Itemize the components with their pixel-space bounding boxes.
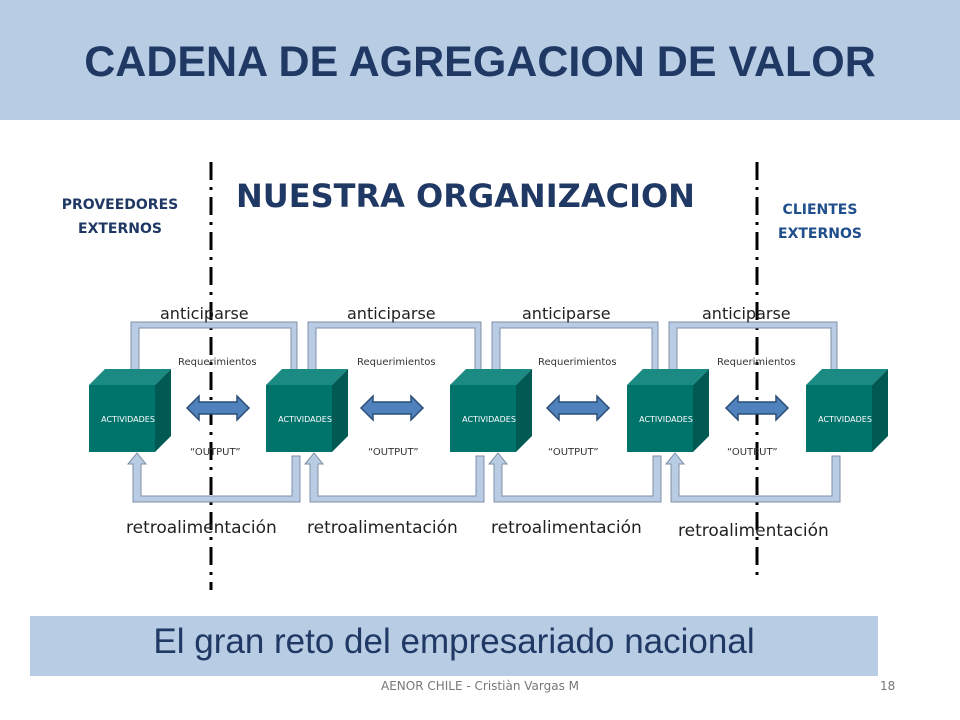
feedback-label: retroalimentación	[491, 518, 642, 538]
feedback-connector	[664, 452, 841, 503]
anticipate-label: anticiparse	[522, 304, 611, 323]
requirements-label: Requerimientos	[357, 357, 436, 368]
activity-box-front	[450, 385, 516, 452]
feedback-label: retroalimentación	[307, 518, 458, 538]
activity-box-side	[155, 369, 171, 452]
header-band	[0, 0, 960, 120]
output-label: “OUTPUT”	[190, 447, 241, 458]
anticipate-label: anticiparse	[160, 304, 249, 323]
requirements-label: Requerimientos	[717, 357, 796, 368]
output-label: “OUTPUT”	[368, 447, 419, 458]
activity-box-front	[806, 385, 872, 452]
activity-box-top	[450, 369, 532, 385]
feedback-label: retroalimentación	[678, 521, 829, 541]
activity-boxes	[89, 369, 888, 452]
suppliers-label-line-1: PROVEEDORES	[61, 197, 179, 213]
challenge-banner: El gran reto del empresariado nacional	[30, 616, 878, 676]
clients-label-line-2: EXTERNOS	[778, 226, 862, 242]
activity-box	[266, 369, 348, 452]
organization-title: NUESTRA ORGANIZACION	[236, 177, 695, 215]
challenge-banner-text: El gran reto del empresariado nacional	[153, 622, 755, 661]
anticipate-label: anticiparse	[702, 304, 791, 323]
feedback-connector	[126, 452, 301, 503]
activity-box-side	[693, 369, 709, 452]
suppliers-label-line-2: EXTERNOS	[78, 221, 162, 237]
slide-title: CADENA DE AGREGACION DE VALOR	[84, 38, 876, 86]
requirements-label: Requerimientos	[538, 357, 617, 368]
activity-box-side	[516, 369, 532, 452]
activity-box-top	[627, 369, 709, 385]
activity-box	[89, 369, 171, 452]
activity-box-front	[627, 385, 693, 452]
feedback-label: retroalimentación	[126, 518, 277, 538]
suppliers-label: PROVEEDORES EXTERNOS	[40, 193, 200, 241]
double-arrows	[185, 394, 790, 422]
anticipate-label: anticiparse	[347, 304, 436, 323]
activity-box-front	[266, 385, 332, 452]
activity-label: ACTIVIDADES	[278, 415, 332, 424]
activity-box-side	[332, 369, 348, 452]
feedback-connector	[303, 452, 485, 503]
footer-text: AENOR CHILE - Cristiàn Vargas M	[381, 679, 579, 693]
activity-box	[806, 369, 888, 452]
requirements-label: Requerimientos	[178, 357, 257, 368]
activity-label: ACTIVIDADES	[639, 415, 693, 424]
double-arrow-icon	[185, 394, 251, 422]
feedback-connector	[487, 452, 662, 503]
activity-box-front	[89, 385, 155, 452]
activity-box-top	[89, 369, 171, 385]
clients-label-line-1: CLIENTES	[782, 202, 858, 218]
slide-number: 18	[880, 679, 896, 693]
output-label: “OUTPUT”	[727, 447, 778, 458]
double-arrow-icon	[545, 394, 611, 422]
activity-box-top	[806, 369, 888, 385]
activity-box	[627, 369, 709, 452]
clients-label: CLIENTES EXTERNOS	[740, 198, 900, 246]
output-label: “OUTPUT”	[548, 447, 599, 458]
double-arrow-icon	[724, 394, 790, 422]
activity-box	[450, 369, 532, 452]
activity-box-side	[872, 369, 888, 452]
activity-label: ACTIVIDADES	[818, 415, 872, 424]
double-arrow-icon	[359, 394, 425, 422]
activity-box-top	[266, 369, 348, 385]
activity-label: ACTIVIDADES	[462, 415, 516, 424]
activity-label: ACTIVIDADES	[101, 415, 155, 424]
